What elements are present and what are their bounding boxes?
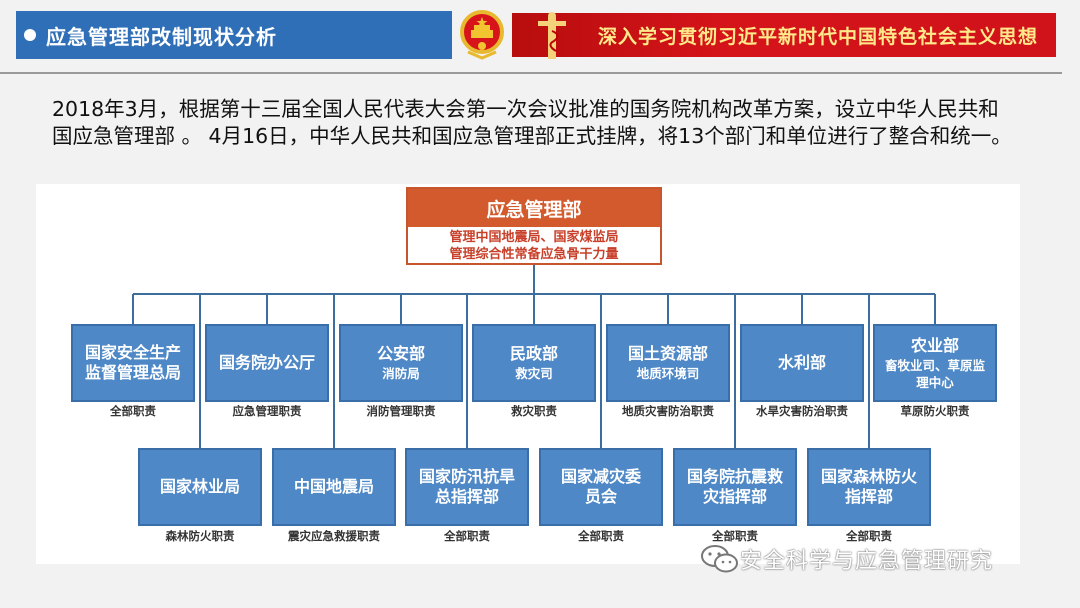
root-node-line2: 管理综合性常备应急骨干力量 [408, 246, 660, 263]
node-bottom-3: 国家减灾委员会 [539, 448, 663, 526]
node-top-3-name: 民政部 [510, 344, 558, 364]
node-bottom-1-duty: 震灾应急救援职责 [272, 528, 396, 544]
node-top-6-sub: 畜牧业司、草原监理中心 [885, 357, 985, 391]
huabiao-pillar-icon [522, 11, 582, 59]
wechat-icon [700, 543, 740, 575]
node-bottom-0: 国家林业局 [138, 448, 262, 526]
node-top-4-name: 国土资源部 [628, 344, 708, 364]
org-chart-panel: 应急管理部 管理中国地震局、国家煤监局 管理综合性常备应急骨干力量 国家安全生产… [36, 184, 1020, 564]
node-top-0-duty: 全部职责 [71, 403, 195, 419]
node-top-6-duty: 草原防火职责 [873, 403, 997, 419]
node-bottom-1-name: 中国地震局 [294, 477, 374, 497]
node-top-3-duty: 救灾职责 [472, 403, 596, 419]
node-bottom-4: 国务院抗震救灾指挥部 [673, 448, 797, 526]
node-top-1-name: 国务院办公厅 [219, 353, 315, 373]
node-top-1: 国务院办公厅 [205, 324, 329, 402]
node-top-5-name: 水利部 [778, 353, 826, 373]
node-top-4-sub: 地质环境司 [637, 365, 700, 382]
bullet-dot [24, 29, 36, 41]
node-bottom-5-duty: 全部职责 [807, 528, 931, 544]
node-top-2: 公安部 消防局 [339, 324, 463, 402]
node-top-4-duty: 地质灾害防治职责 [606, 403, 730, 419]
node-top-2-name: 公安部 [377, 344, 425, 364]
node-top-4: 国土资源部 地质环境司 [606, 324, 730, 402]
slogan-banner: 深入学习贯彻习近平新时代中国特色社会主义思想 [512, 13, 1056, 57]
node-top-0-name: 国家安全生产监督管理总局 [85, 343, 181, 383]
node-bottom-3-duty: 全部职责 [539, 528, 663, 544]
node-bottom-4-duty: 全部职责 [673, 528, 797, 544]
watermark: 安全科学与应急管理研究 [700, 543, 993, 575]
root-node: 应急管理部 管理中国地震局、国家煤监局 管理综合性常备应急骨干力量 [406, 187, 662, 265]
national-emblem-icon [458, 8, 506, 60]
node-bottom-1: 中国地震局 [272, 448, 396, 526]
intro-paragraph: 2018年3月，根据第十三届全国人民代表大会第一次会议批准的国务院机构改革方案，… [52, 96, 1012, 150]
node-bottom-2-duty: 全部职责 [405, 528, 529, 544]
node-bottom-0-duty: 森林防火职责 [138, 528, 262, 544]
node-top-5-duty: 水旱灾害防治职责 [740, 403, 864, 419]
slogan-text: 深入学习贯彻习近平新时代中国特色社会主义思想 [598, 22, 1038, 49]
node-bottom-2: 国家防汛抗旱总指挥部 [405, 448, 529, 526]
node-top-2-duty: 消防管理职责 [339, 403, 463, 419]
header-divider [0, 72, 1062, 74]
node-top-0: 国家安全生产监督管理总局 [71, 324, 195, 402]
section-title: 应急管理部改制现状分析 [46, 21, 277, 50]
root-node-line1: 管理中国地震局、国家煤监局 [408, 227, 660, 246]
node-top-2-sub: 消防局 [382, 365, 420, 382]
node-top-3-sub: 救灾司 [515, 365, 553, 382]
node-top-6-name: 农业部 [911, 336, 959, 356]
node-top-6: 农业部 畜牧业司、草原监理中心 [873, 324, 997, 402]
node-top-3: 民政部 救灾司 [472, 324, 596, 402]
node-bottom-0-name: 国家林业局 [160, 477, 240, 497]
node-bottom-5-name: 国家森林防火指挥部 [819, 467, 919, 507]
node-bottom-5: 国家森林防火指挥部 [807, 448, 931, 526]
node-bottom-4-name: 国务院抗震救灾指挥部 [685, 467, 785, 507]
watermark-text: 安全科学与应急管理研究 [740, 543, 993, 575]
root-node-title: 应急管理部 [408, 189, 660, 227]
section-title-bar: 应急管理部改制现状分析 [16, 11, 452, 59]
node-bottom-2-name: 国家防汛抗旱总指挥部 [417, 467, 517, 507]
node-top-1-duty: 应急管理职责 [205, 403, 329, 419]
node-bottom-3-name: 国家减灾委员会 [561, 467, 641, 507]
node-top-5: 水利部 [740, 324, 864, 402]
